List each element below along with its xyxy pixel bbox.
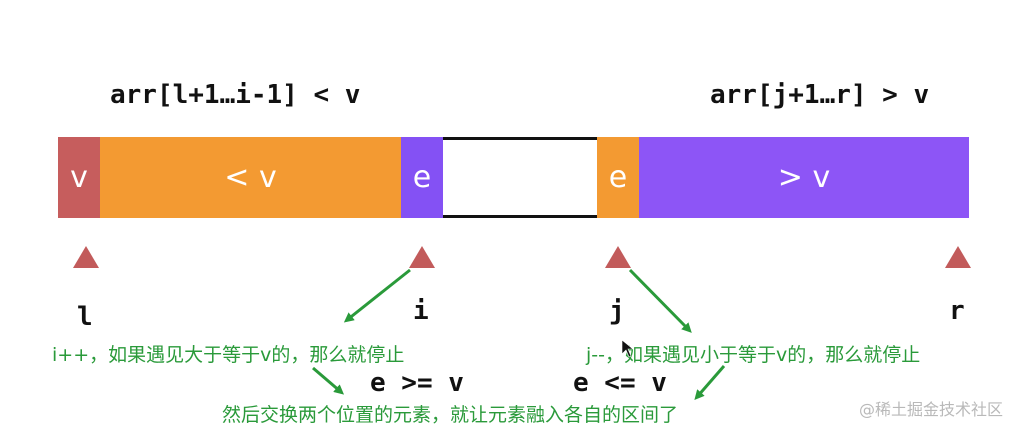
marker-j-triangle	[605, 246, 631, 268]
greater-than-segment: > v	[639, 137, 969, 218]
arrow-i-to-note	[343, 268, 411, 323]
arrow-j-to-note	[628, 268, 692, 333]
unprocessed-segment	[443, 137, 597, 218]
pivot-segment: v	[58, 137, 100, 218]
right-comparison-label: e <= v	[573, 368, 667, 398]
marker-i-triangle	[409, 246, 435, 268]
marker-r-triangle	[945, 246, 971, 268]
element-e-at-j: e	[597, 137, 639, 218]
cursor-icon	[621, 339, 634, 358]
index-r-label: r	[949, 296, 965, 326]
swap-note: 然后交换两个位置的元素，就让元素融入各自的区间了	[222, 404, 679, 426]
i-increment-note: i++，如果遇见大于等于v的，那么就停止	[52, 344, 405, 366]
arrow-i-note-to-compare	[312, 366, 345, 395]
left-range-label: arr[l+1…i-1] < v	[110, 80, 361, 110]
index-i-label: i	[413, 296, 429, 326]
right-range-label: arr[j+1…r] > v	[710, 80, 930, 110]
left-comparison-label: e >= v	[370, 368, 464, 398]
marker-l-triangle	[73, 246, 99, 268]
element-e-at-i: e	[401, 137, 443, 218]
index-l-label: l	[77, 302, 93, 332]
less-than-segment: < v	[100, 137, 401, 218]
index-j-label: j	[609, 296, 625, 326]
watermark: @稀土掘金技术社区	[858, 400, 1003, 419]
j-decrement-note: j--，如果遇见小于等于v的，那么就停止	[586, 344, 921, 366]
arrow-j-note-to-compare	[694, 365, 726, 401]
